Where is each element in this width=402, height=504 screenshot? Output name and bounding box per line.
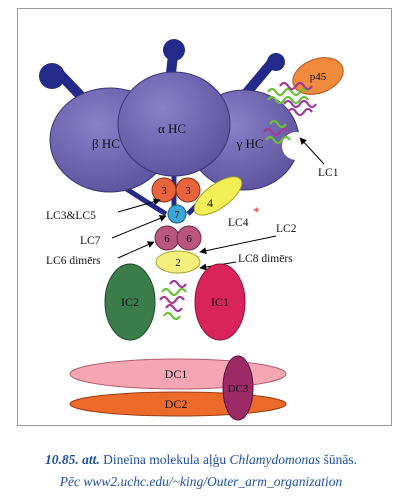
lc1-arrow (299, 137, 325, 165)
lc6-arrow (117, 241, 155, 259)
dc3-protein (222, 355, 254, 421)
caption-text-before: Dineīna molekula aļģu (103, 452, 227, 467)
lc6-dimer-label: LC6 dimērs (46, 255, 101, 267)
lc4-number: 4 (207, 196, 213, 210)
lc3-right-number: 3 (185, 185, 191, 197)
lc1-label: LC1 (318, 167, 339, 179)
lc3-right (175, 177, 201, 203)
dc2-label: DC2 (165, 397, 188, 411)
dynein-diagram: β HC α HC γ HC p45 LC1 4 2 6 6 3 3 7 LC3… (39, 39, 344, 421)
alpha-stalk-head (163, 39, 185, 61)
figure-caption: 10.85. att. Dineīna molekula aļģu Chlamy… (0, 452, 402, 468)
gamma-coils (263, 119, 291, 145)
lc6-left-number: 6 (164, 233, 170, 245)
lc2-label: LC2 (276, 223, 297, 235)
ic2-label: IC2 (121, 295, 139, 309)
caption-text-after: šūnās. (323, 452, 357, 467)
alpha-hc-label: α HC (158, 121, 186, 136)
dc3-label: DC3 (228, 383, 249, 395)
lc4-label: LC4 (228, 217, 249, 229)
beta-hc-label: β HC (92, 136, 120, 151)
p45-label: p45 (310, 71, 327, 83)
figure-source: Pēc www2.uchc.edu/~king/Outer_arm_organi… (59, 474, 343, 489)
ic2-protein (104, 263, 156, 341)
ic1-protein (194, 263, 246, 341)
ic1-label: IC1 (211, 295, 229, 309)
lc7-label: LC7 (80, 235, 101, 247)
p45-protein (292, 57, 344, 95)
upper-coils (267, 81, 317, 117)
lc6-right-number: 6 (186, 233, 192, 245)
dc1-label: DC1 (165, 367, 188, 381)
alpha-hc (117, 71, 231, 177)
lc8-protein (155, 250, 201, 274)
lc6-right (176, 225, 202, 251)
figure-number: 10.85. att. (45, 452, 100, 467)
lc2-arrow (199, 235, 277, 255)
lc3-arrow (117, 198, 161, 213)
lc7-protein (167, 204, 187, 224)
beta-stalk-head (39, 63, 65, 89)
lc3-lc5-label: LC3&LC5 (46, 210, 96, 222)
lc8-number: 2 (175, 257, 181, 269)
lc8-dimer-label: LC8 dimērs (238, 253, 293, 265)
gamma-stalk-head (267, 53, 285, 71)
lc4-star: * (253, 204, 260, 219)
lc7-arrow (111, 215, 167, 239)
lc4-protein (193, 176, 243, 216)
gamma-hc-label: γ HC (235, 136, 263, 151)
lc7-number: 7 (175, 210, 180, 221)
ic-coils (159, 279, 187, 321)
caption-species: Chlamydomonas (229, 452, 321, 467)
lc3-left-number: 3 (161, 185, 167, 197)
